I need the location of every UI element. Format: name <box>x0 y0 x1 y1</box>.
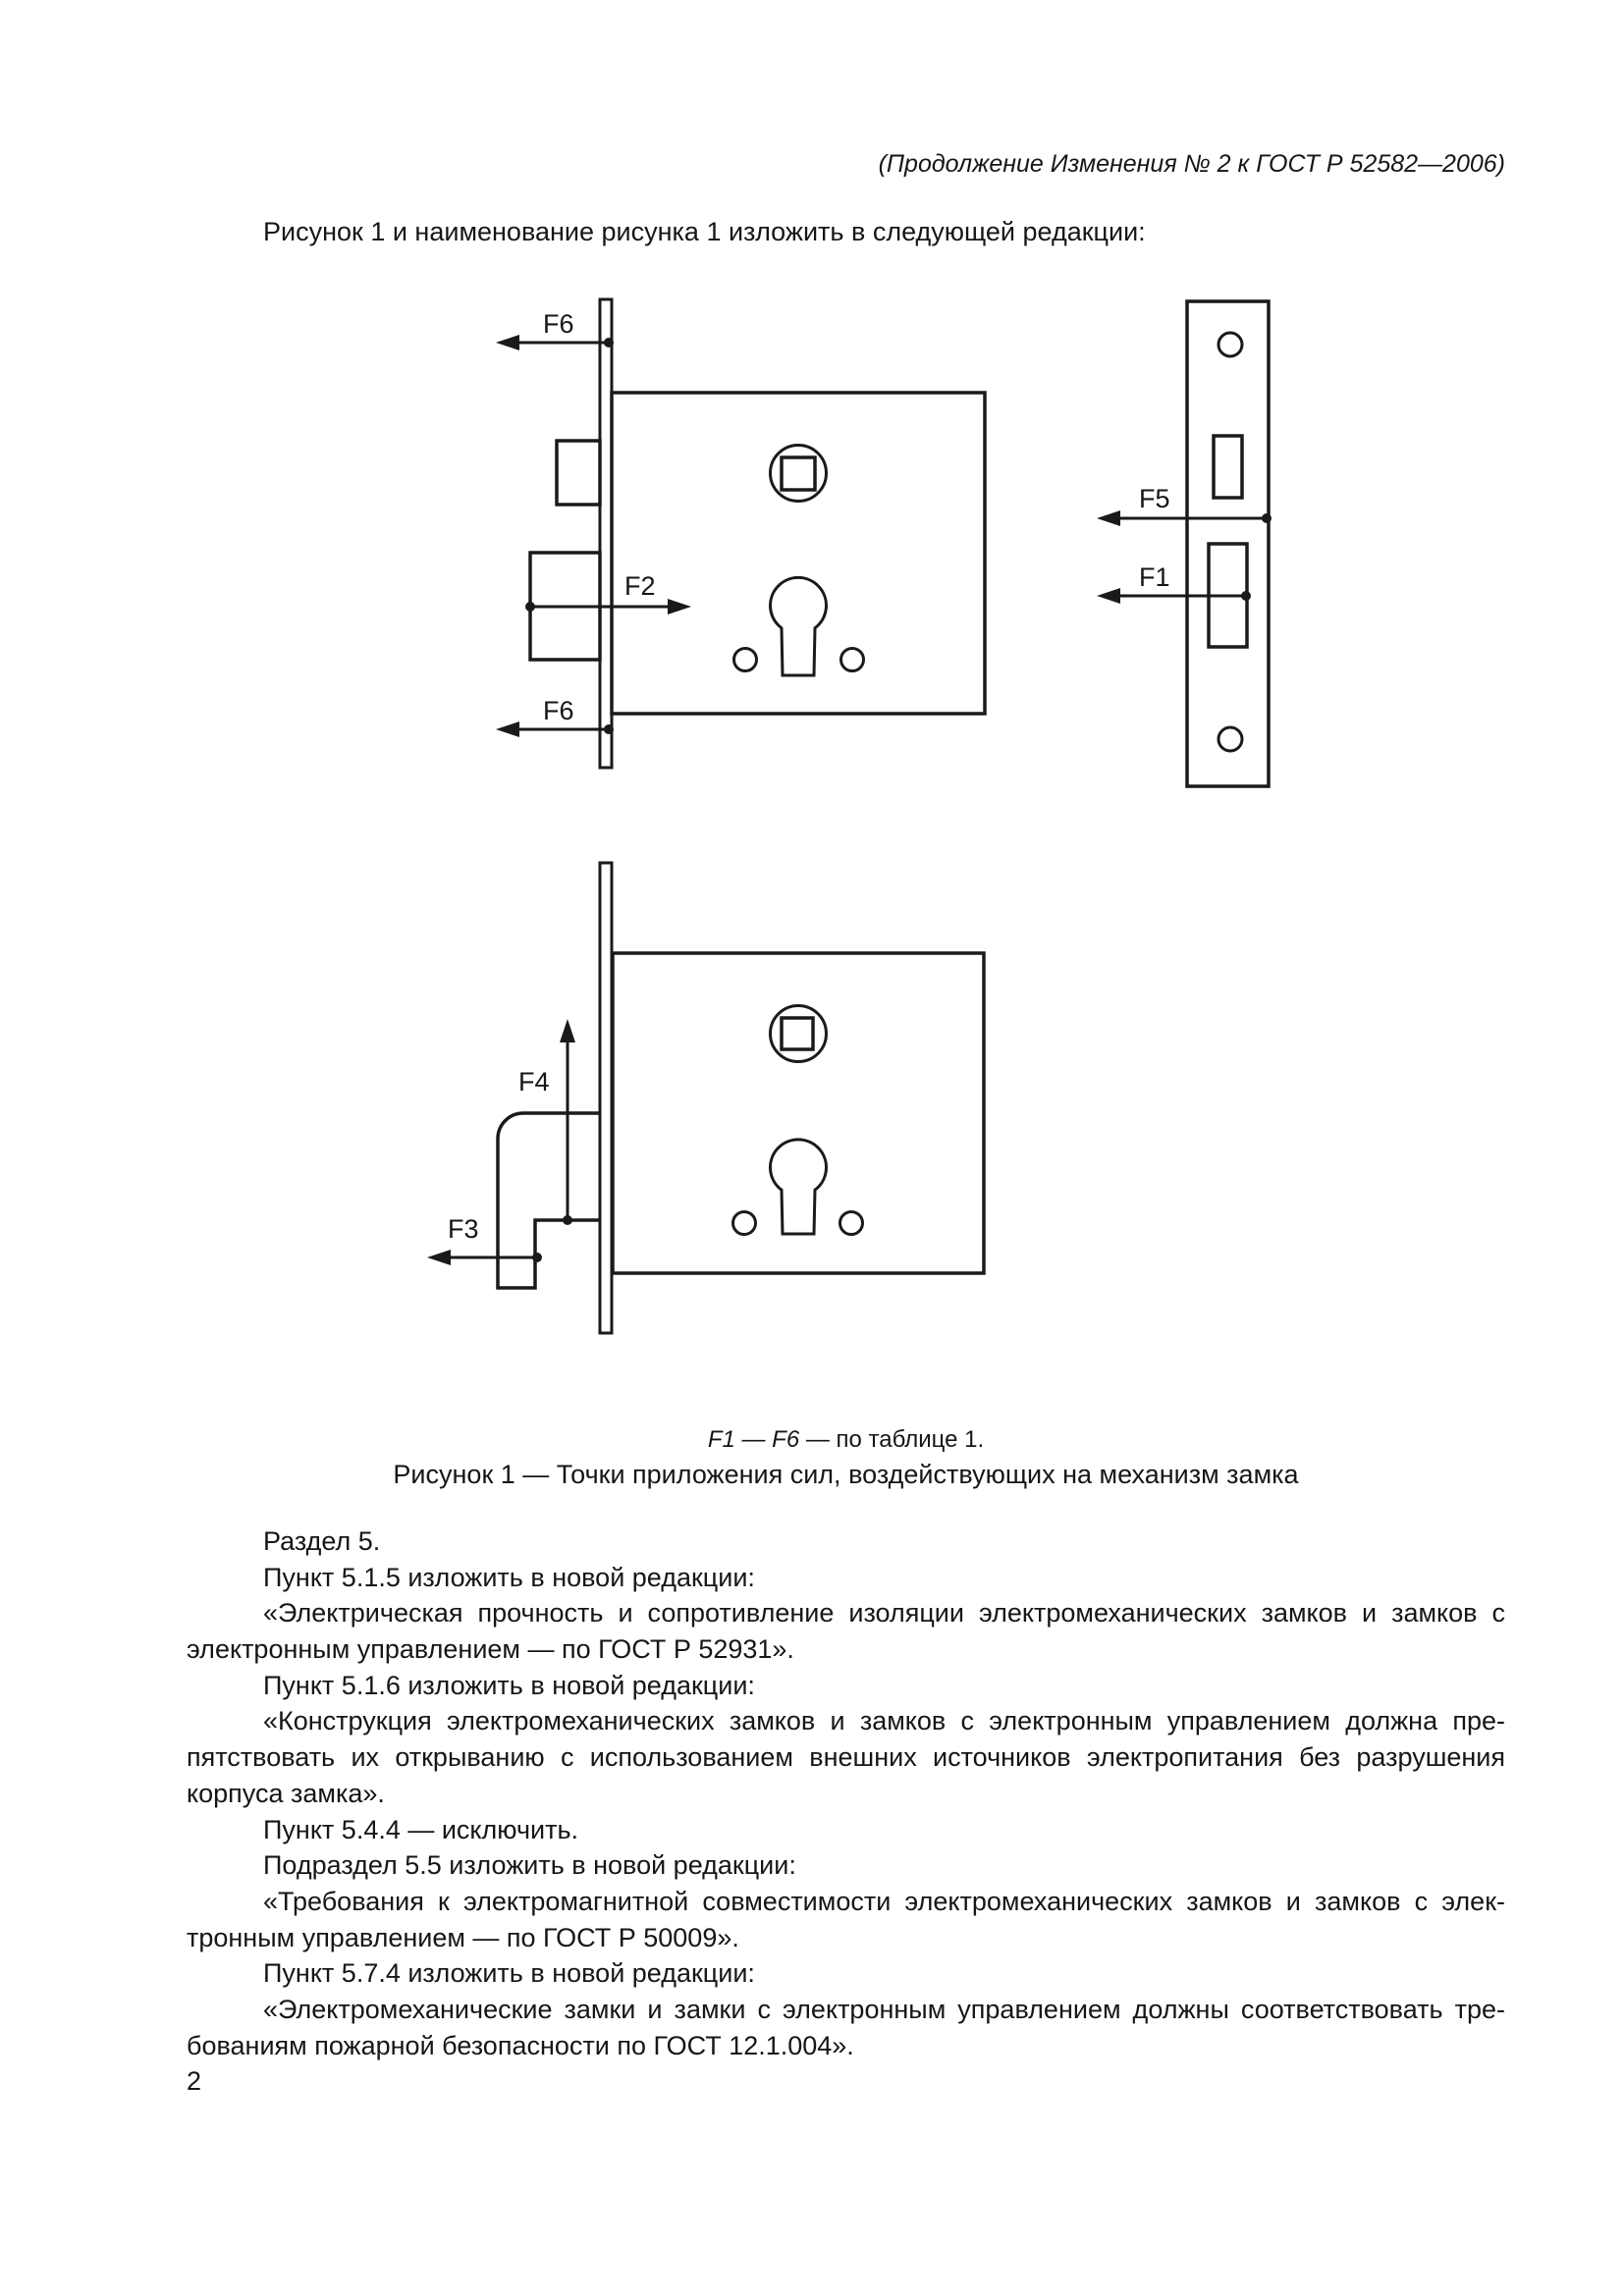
fixing-hole-right <box>839 1210 864 1236</box>
fixing-hole-left <box>731 1210 757 1236</box>
amendment-text: Раздел 5. Пункт 5.1.5 изложить в новой р… <box>187 1523 1505 2100</box>
text-line: корпуса замка». <box>187 1778 385 1808</box>
text-line: Пункт 5.1.6 изложить в новой редакции: <box>263 1670 755 1700</box>
arrowhead-left-icon <box>1097 510 1120 526</box>
arrowhead-left-icon <box>427 1250 451 1265</box>
text-line: «Электрическая прочность и сопротивление… <box>263 1598 1505 1629</box>
force-label: F3 <box>448 1214 479 1244</box>
text-line: «Конструкция электромеханических замков … <box>263 1706 1505 1736</box>
arrowhead-left-icon <box>496 335 519 350</box>
force-label: F1 <box>1139 562 1170 592</box>
application-point-dot <box>563 1215 572 1225</box>
application-point-dot <box>532 1253 542 1262</box>
screw-hole-top <box>1217 331 1244 358</box>
keyhole <box>769 1138 828 1236</box>
figure-note: F1 — F6 — по таблице 1. <box>187 1423 1505 1457</box>
lock-hook-view: F4 F3 <box>427 861 986 1335</box>
text-line: электронным управлением — по ГОСТ Р 5293… <box>187 1634 794 1665</box>
text-line: бованиям пожарной безопасности по ГОСТ 1… <box>187 2030 854 2060</box>
keyhole <box>769 576 828 677</box>
lock-body-top-view <box>610 391 987 716</box>
arrowhead-left-icon <box>1097 588 1120 604</box>
text-line: Пункт 5.7.4 изложить в новой редакции: <box>263 1958 755 1989</box>
force-label: F6 <box>543 309 574 339</box>
lock-side-view: F6 F2 F6 <box>496 297 987 770</box>
force-label: F5 <box>1139 484 1170 513</box>
text-line: тронным управлением — по ГОСТ Р 50009». <box>187 1922 739 1952</box>
application-point-dot <box>604 338 614 347</box>
force-label: F4 <box>518 1067 550 1096</box>
spindle-hole <box>769 1004 828 1063</box>
intro-paragraph: Рисунок 1 и наименование рисунка 1 излож… <box>263 217 1146 246</box>
running-header: (Продолжение Изменения № 2 к ГОСТ Р 5258… <box>878 150 1505 178</box>
spindle-square <box>780 455 817 492</box>
faceplate-top-view <box>598 297 614 770</box>
figure-note-range: F1 — F6 <box>707 1426 800 1453</box>
text-line: Подраздел 5.5 изложить в новой редакции: <box>263 1850 796 1881</box>
arrowhead-left-icon <box>496 721 519 737</box>
hook-bolt <box>496 1111 600 1290</box>
lock-body-bottom-view <box>611 951 986 1275</box>
force-f6-bottom: F6 <box>496 696 614 737</box>
latch-slot <box>1212 434 1244 500</box>
text-line: Пункт 5.4.4 — исключить. <box>263 1814 579 1844</box>
strike-plate <box>1185 299 1271 788</box>
figure-captions: F1 — F6 — по таблице 1. Рисунок 1 — Точк… <box>187 1423 1505 1492</box>
force-label: F2 <box>624 571 656 601</box>
force-f1: F1 <box>1097 562 1251 604</box>
spindle-hole <box>769 444 828 503</box>
fixing-hole-left <box>732 647 758 672</box>
force-f3: F3 <box>427 1214 542 1265</box>
text-line: «Электромеханические замки и замки с эле… <box>263 1994 1505 2024</box>
text-line: пятствовать их открыванию с использовани… <box>187 1742 1505 1773</box>
screw-hole-bottom <box>1217 725 1244 753</box>
force-f2: F2 <box>525 571 691 614</box>
figure-note-rest: — по таблице 1. <box>799 1426 985 1453</box>
faceplate-front-view: F5 F1 <box>1097 299 1272 788</box>
faceplate-bottom-view <box>598 861 614 1335</box>
application-point-dot <box>525 602 535 612</box>
latch-bolt <box>555 439 602 507</box>
force-f5: F5 <box>1097 484 1272 526</box>
application-point-dot <box>1241 591 1251 601</box>
arrowhead-up-icon <box>560 1019 575 1042</box>
page-number: 2 <box>187 2066 202 2097</box>
text-line: Раздел 5. <box>263 1526 381 1556</box>
application-point-dot <box>604 724 614 734</box>
text-line: Пункт 5.1.5 изложить в новой редакции: <box>263 1562 755 1592</box>
application-point-dot <box>1262 513 1272 523</box>
figure-caption: Рисунок 1 — Точки приложения сил, воздей… <box>393 1460 1299 1489</box>
arrowhead-right-icon <box>668 599 691 614</box>
force-label: F6 <box>543 696 574 725</box>
force-f6-top: F6 <box>496 309 614 350</box>
fixing-hole-right <box>839 647 865 672</box>
text-line: «Требования к электромагнитной совместим… <box>263 1886 1505 1916</box>
figure-1-drawing: F6 F2 F6 <box>427 297 1272 1335</box>
force-f4: F4 <box>518 1019 575 1225</box>
spindle-square <box>780 1016 815 1051</box>
